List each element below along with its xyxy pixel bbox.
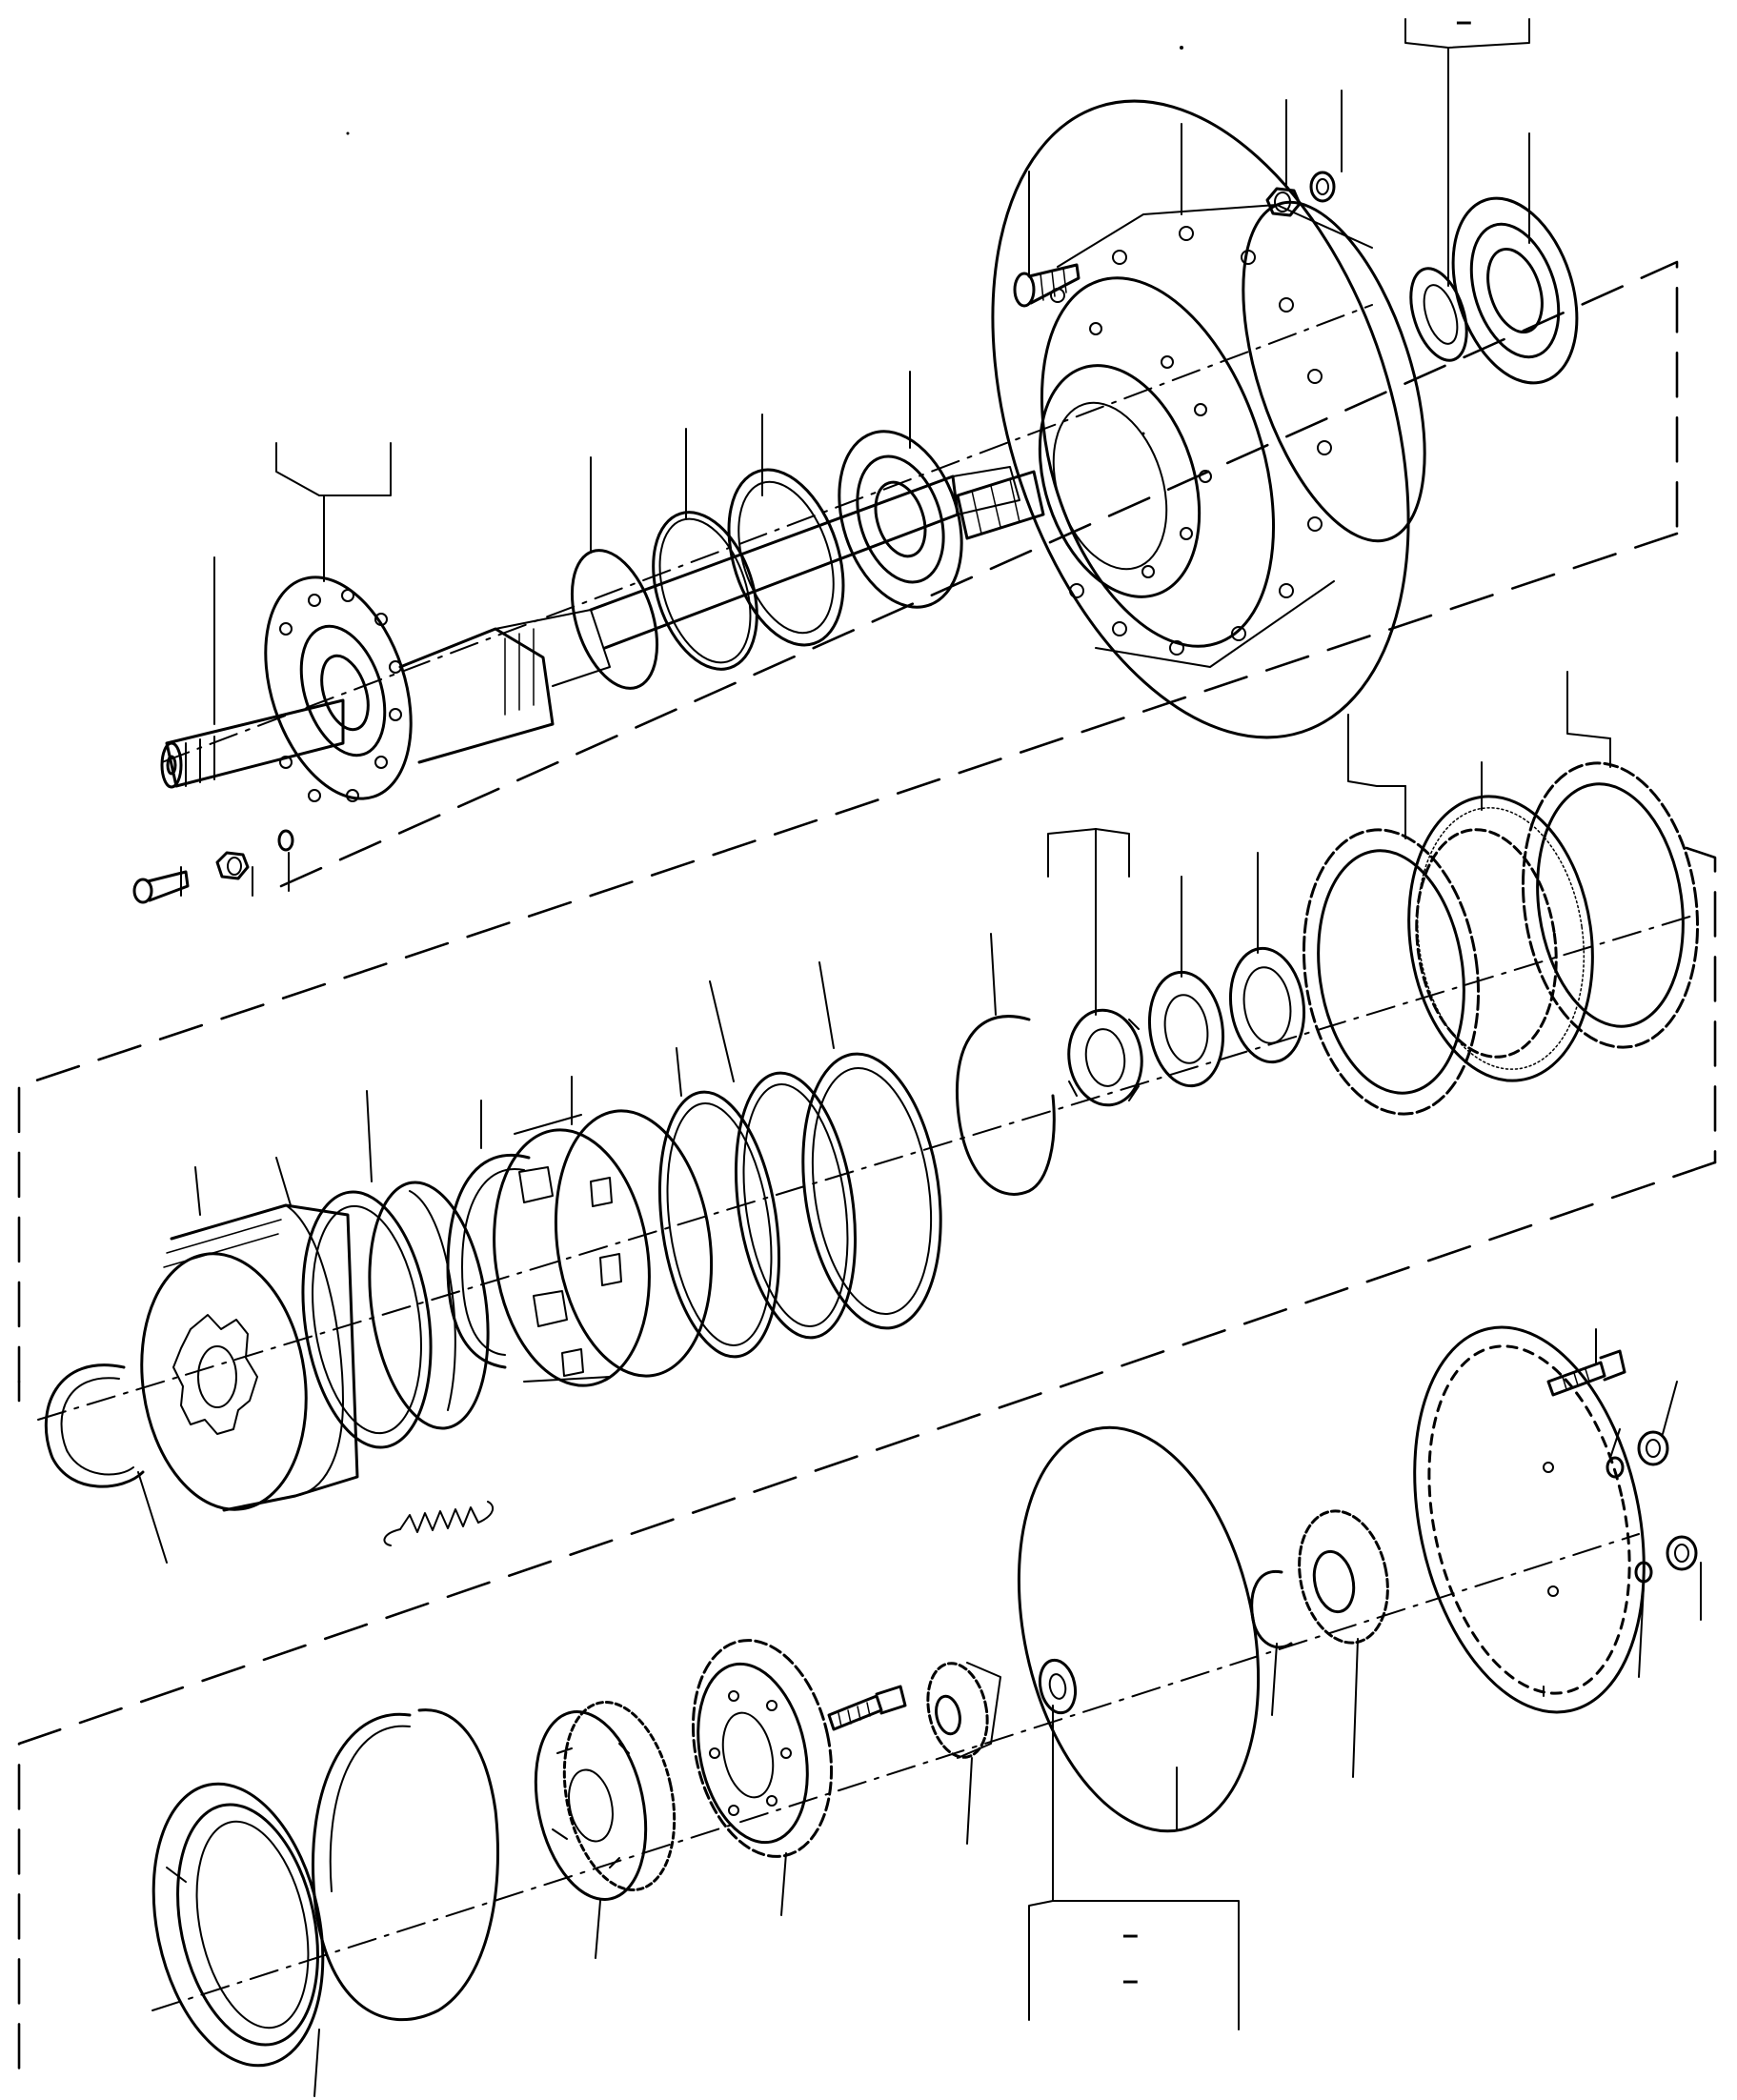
axis-middle — [37, 914, 1697, 1421]
clutch-ring-1-inner — [312, 1204, 422, 1435]
planetary-housing — [991, 99, 1426, 739]
split-snap-ring — [446, 1153, 531, 1369]
callout-markers: – – – — [1122, 6, 1472, 1996]
carrier-bolt — [827, 1685, 907, 1731]
shim-disc — [1017, 1425, 1261, 1833]
clutch-bearing — [1228, 946, 1306, 1064]
snap-ring-left-inner — [60, 1377, 134, 1476]
callout-leaders — [137, 18, 1702, 2097]
snap-ring-left — [44, 1363, 145, 1488]
cover-bolt — [1546, 1349, 1626, 1397]
small-fasteners-left — [132, 829, 294, 904]
clutch-plate-external-2 — [1521, 761, 1700, 1049]
end-cover — [1413, 1325, 1646, 1714]
retaining-plate — [801, 1052, 942, 1330]
flange-holes — [279, 589, 402, 802]
return-spring — [383, 1501, 495, 1546]
piston-seal-1-inner — [666, 1102, 773, 1346]
piston-seal-2 — [734, 1071, 858, 1340]
clutch-drum — [140, 1203, 359, 1512]
clutch-ring-2 — [368, 1181, 490, 1430]
output-shaft — [160, 466, 1020, 802]
clutch-plate-external — [1302, 828, 1481, 1116]
splined-shaft-end — [956, 470, 1045, 540]
section-clutch-pack — [44, 761, 1700, 1546]
boundary-middle-right-line — [1685, 846, 1717, 1164]
seal-ring-2-inner — [658, 517, 752, 664]
housing-nut — [1265, 171, 1336, 217]
lower-snap-ring — [312, 1708, 499, 2021]
bearing-washer — [1409, 267, 1468, 362]
seal-ring-2 — [652, 511, 758, 671]
friction-disc — [1407, 795, 1594, 1082]
split-snap-ring-inner — [461, 1168, 525, 1356]
axis-lines — [37, 304, 1697, 2011]
section-gear-train — [151, 1325, 1698, 2068]
ring-gear — [691, 1639, 834, 1858]
boundary-middle-lower-line — [17, 1161, 1717, 2089]
planet-pinion — [926, 1662, 1001, 1759]
clutch-ring-1 — [301, 1190, 433, 1449]
clutch-nut — [1067, 1008, 1143, 1107]
housing-bolt-holes — [1050, 226, 1332, 656]
cover-nuts — [1606, 1430, 1698, 1584]
piston-seal-2-inner — [742, 1083, 849, 1327]
pinion-thrust-washer-inner — [1048, 1673, 1067, 1700]
seal-ring-1 — [570, 549, 659, 690]
clutch-ring-2-inner — [409, 1190, 456, 1411]
pinion-snap-ring — [1250, 1569, 1293, 1649]
callout-marker-bottom-2: – — [1122, 1965, 1139, 1996]
bearing-washer-inner — [1423, 284, 1459, 345]
thrust-washer-inner — [737, 480, 835, 635]
planet-carrier — [534, 1701, 677, 1901]
axis-upper — [161, 304, 1373, 763]
section-output-shaft — [132, 99, 1579, 904]
axis-lower — [151, 1533, 1640, 2011]
boundary-upper-lower-line — [279, 260, 1679, 888]
clutch-piston — [493, 1109, 714, 1387]
housing-bolt — [1013, 263, 1081, 308]
lower-snap-ring-inner — [329, 1725, 411, 1892]
tab-washer — [1147, 970, 1225, 1088]
pinion-thrust-washer — [1038, 1658, 1078, 1715]
piston-seal-1 — [657, 1090, 781, 1359]
snap-ring-mid — [955, 1015, 1056, 1196]
shaft-bearing — [838, 430, 963, 609]
retaining-plate-inner — [811, 1066, 933, 1316]
housing-bearing — [1451, 196, 1579, 385]
thrust-plate — [151, 1782, 325, 2068]
boundary-middle-upper-line — [17, 532, 1679, 1383]
scan-specks — [346, 46, 1183, 435]
callout-marker-top: – — [1456, 6, 1472, 37]
assembly-boundaries — [17, 260, 1717, 2089]
callout-marker-bottom-1: – — [1122, 1919, 1139, 1950]
thrust-washer — [727, 468, 845, 647]
